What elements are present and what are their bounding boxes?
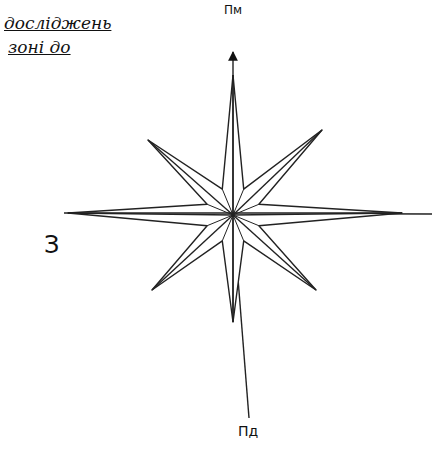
east-west-line	[68, 212, 402, 213]
north-south-line	[232, 75, 233, 322]
star-outline	[68, 75, 402, 322]
north-true-label: Пд	[238, 424, 258, 439]
note-text: досліджень	[4, 14, 111, 33]
note-text: зоні до	[8, 38, 71, 57]
star-ray	[233, 215, 316, 290]
west-label: З	[44, 232, 59, 258]
star-ray	[152, 215, 233, 290]
star-facet	[207, 215, 233, 226]
star-facet	[222, 189, 233, 215]
star-ray	[233, 130, 322, 215]
north-magnetic-label: Пм	[224, 4, 242, 17]
star-ray	[148, 140, 233, 215]
star-facet	[233, 215, 244, 241]
